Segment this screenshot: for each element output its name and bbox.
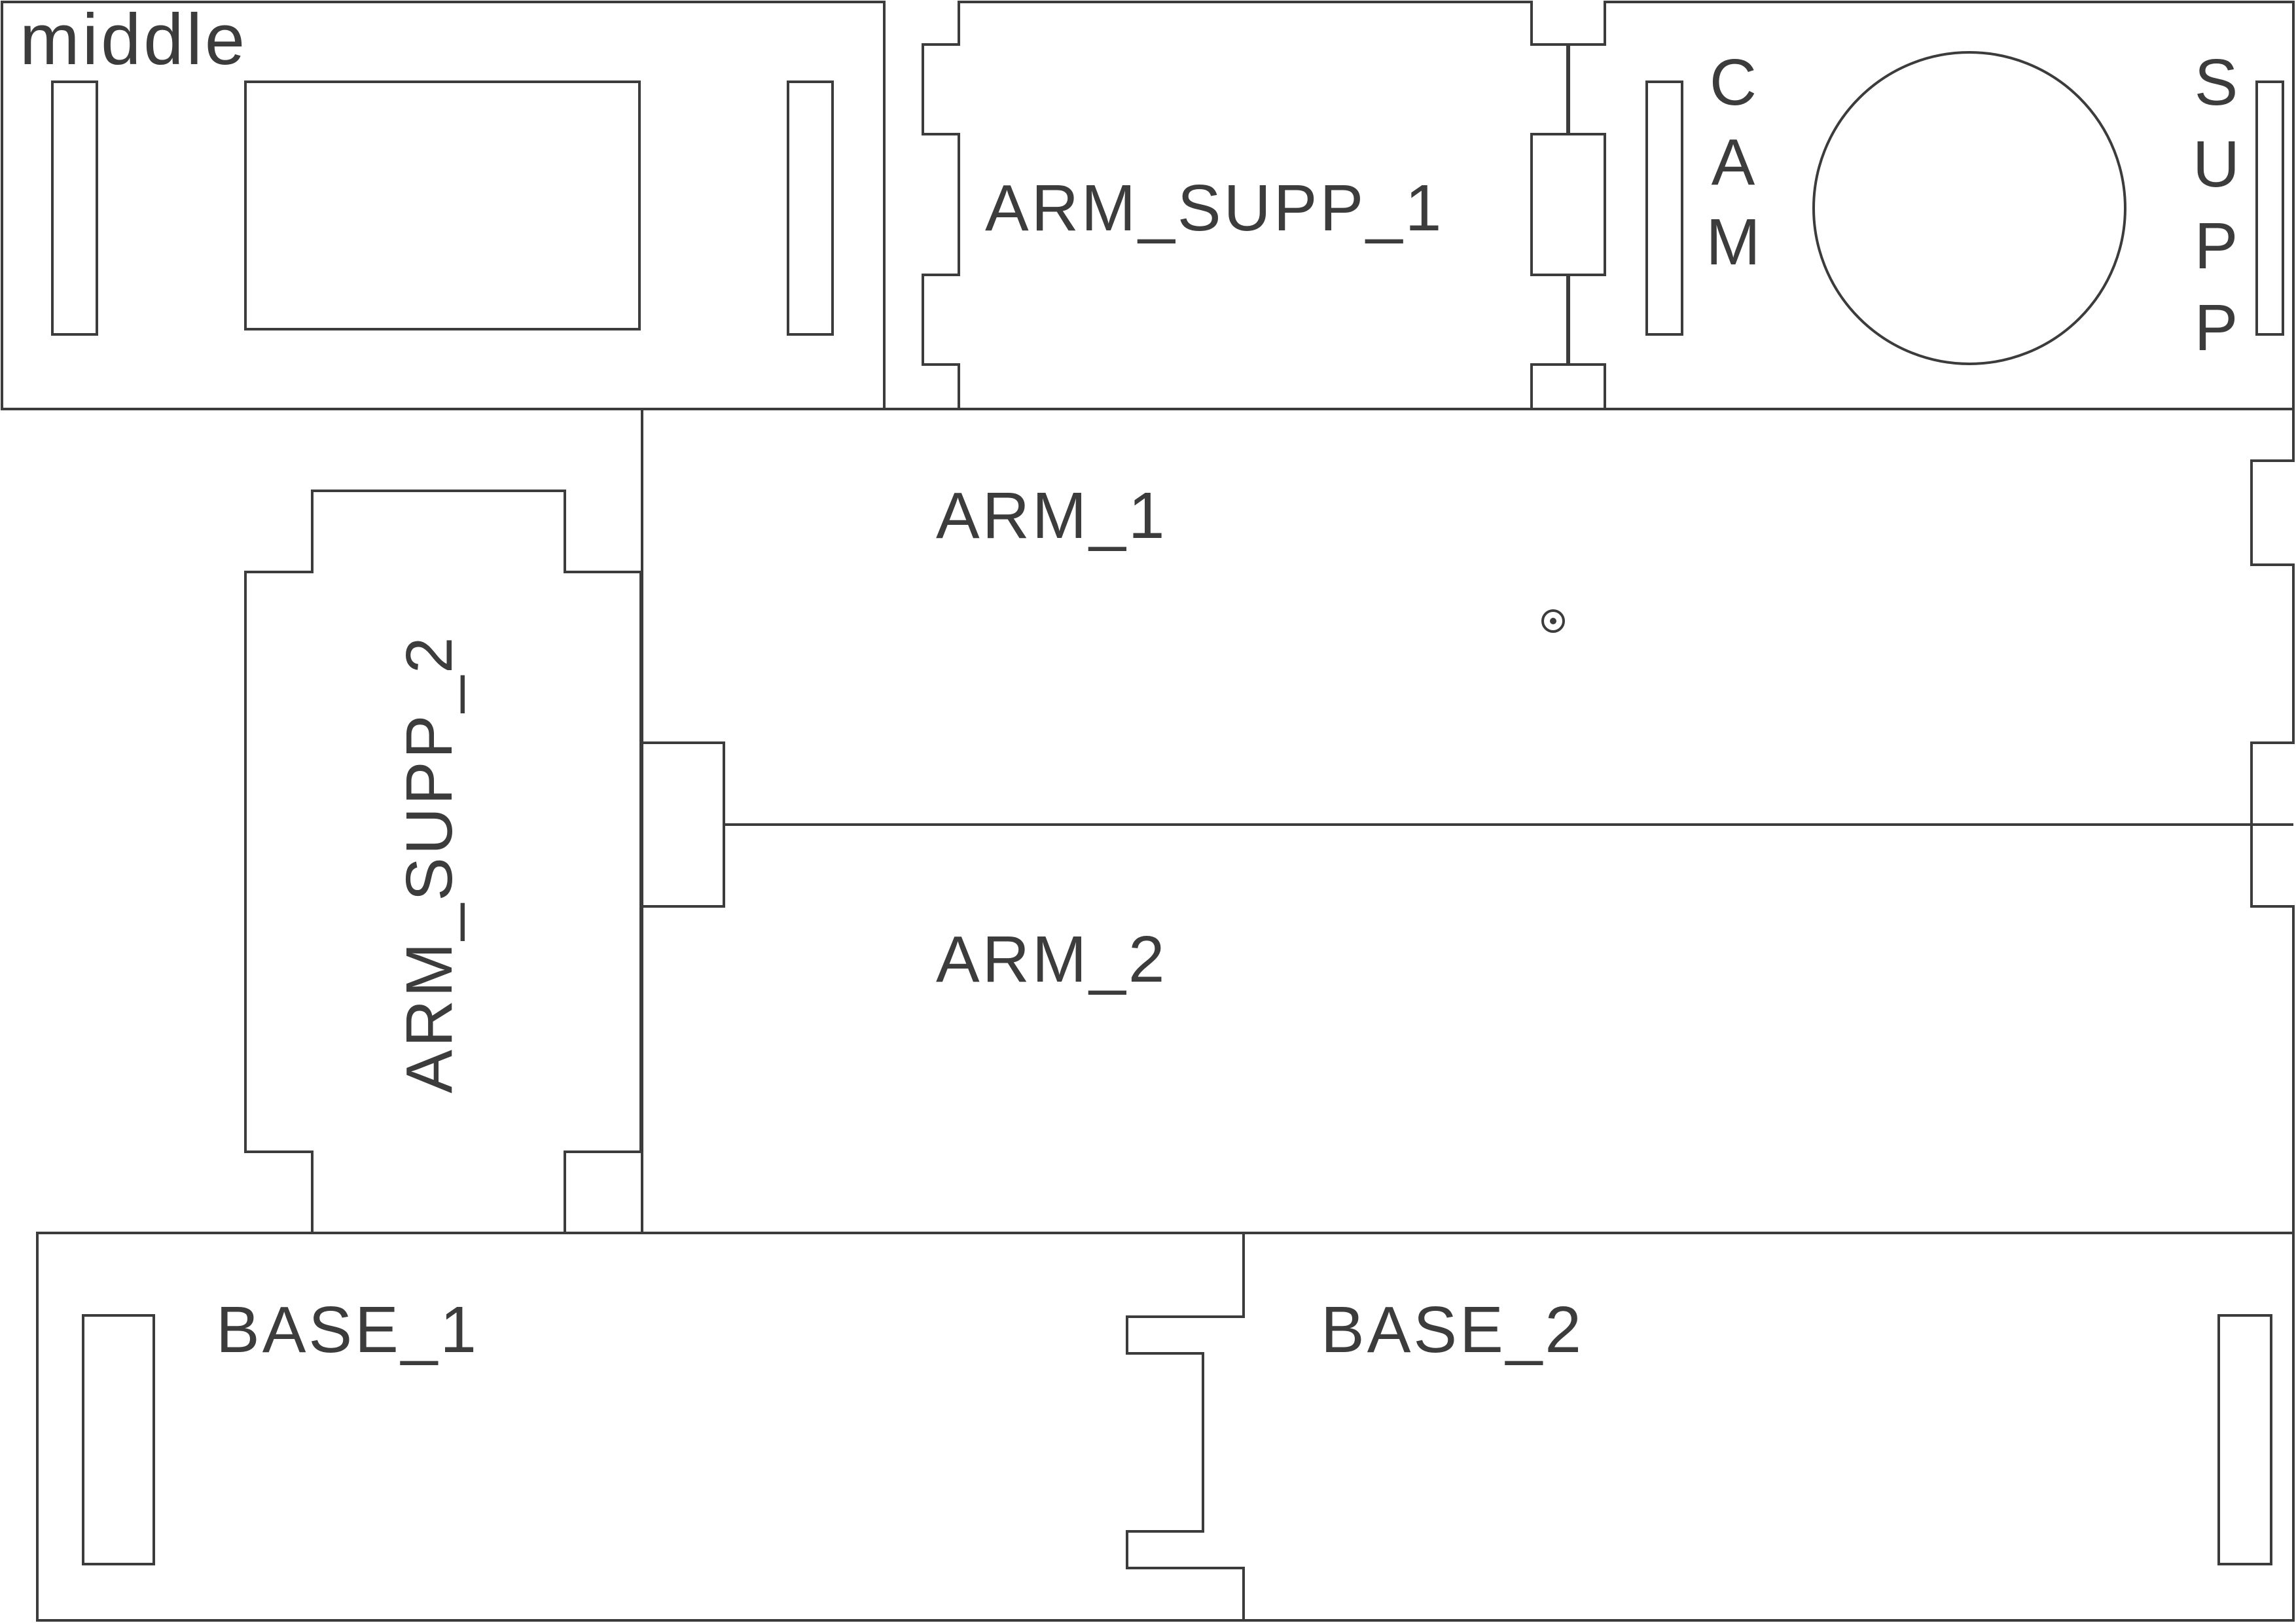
- piece-base-2-outline: [1126, 1232, 2295, 1622]
- piece-cam-supp-outline: [1568, 1, 2295, 410]
- label-cam-letter-c: C: [1710, 46, 1759, 119]
- arm-1-pivot-hole-center: [1550, 618, 1556, 624]
- label-arm-2: ARM_2: [936, 923, 1167, 996]
- label-supp-letter-p1: P: [2195, 209, 2241, 283]
- label-supp-letter-p2: P: [2195, 291, 2241, 365]
- base-2-slot-right: [2217, 1314, 2272, 1565]
- label-arm-1: ARM_1: [936, 479, 1167, 552]
- label-base-1: BASE_1: [216, 1293, 479, 1366]
- label-supp-letter-u: U: [2193, 128, 2242, 201]
- label-arm-supp-2: ARM_SUPP_2: [393, 634, 466, 1093]
- cam-supp-slot-right: [2255, 80, 2284, 336]
- middle-window-cutout: [244, 80, 641, 330]
- label-base-2: BASE_2: [1321, 1293, 1584, 1366]
- labels-group: middle ARM_SUPP_1 C A M S U P P ARM_1 AR…: [20, 0, 2242, 1366]
- piece-middle-outline: [1, 1, 886, 410]
- label-supp-letter-s: S: [2195, 46, 2241, 119]
- base-1-slot-left: [82, 1314, 155, 1565]
- arm-1-pivot-hole: [1541, 609, 1565, 633]
- piece-base-1-outline: [36, 1232, 1245, 1622]
- middle-slot-right: [787, 80, 834, 336]
- label-cam-letter-a: A: [1712, 126, 1758, 199]
- cam-supp-camera-hole: [1812, 51, 2126, 365]
- cam-supp-slot-left: [1645, 80, 1683, 336]
- label-cam-letter-m: M: [1706, 205, 1763, 279]
- piece-arm-1-arm-2-outline: [641, 408, 2295, 1234]
- middle-slot-left: [51, 80, 98, 336]
- label-arm-supp-1: ARM_SUPP_1: [985, 171, 1444, 245]
- label-middle: middle: [20, 0, 247, 80]
- arm-divider-left-tab: [642, 741, 725, 908]
